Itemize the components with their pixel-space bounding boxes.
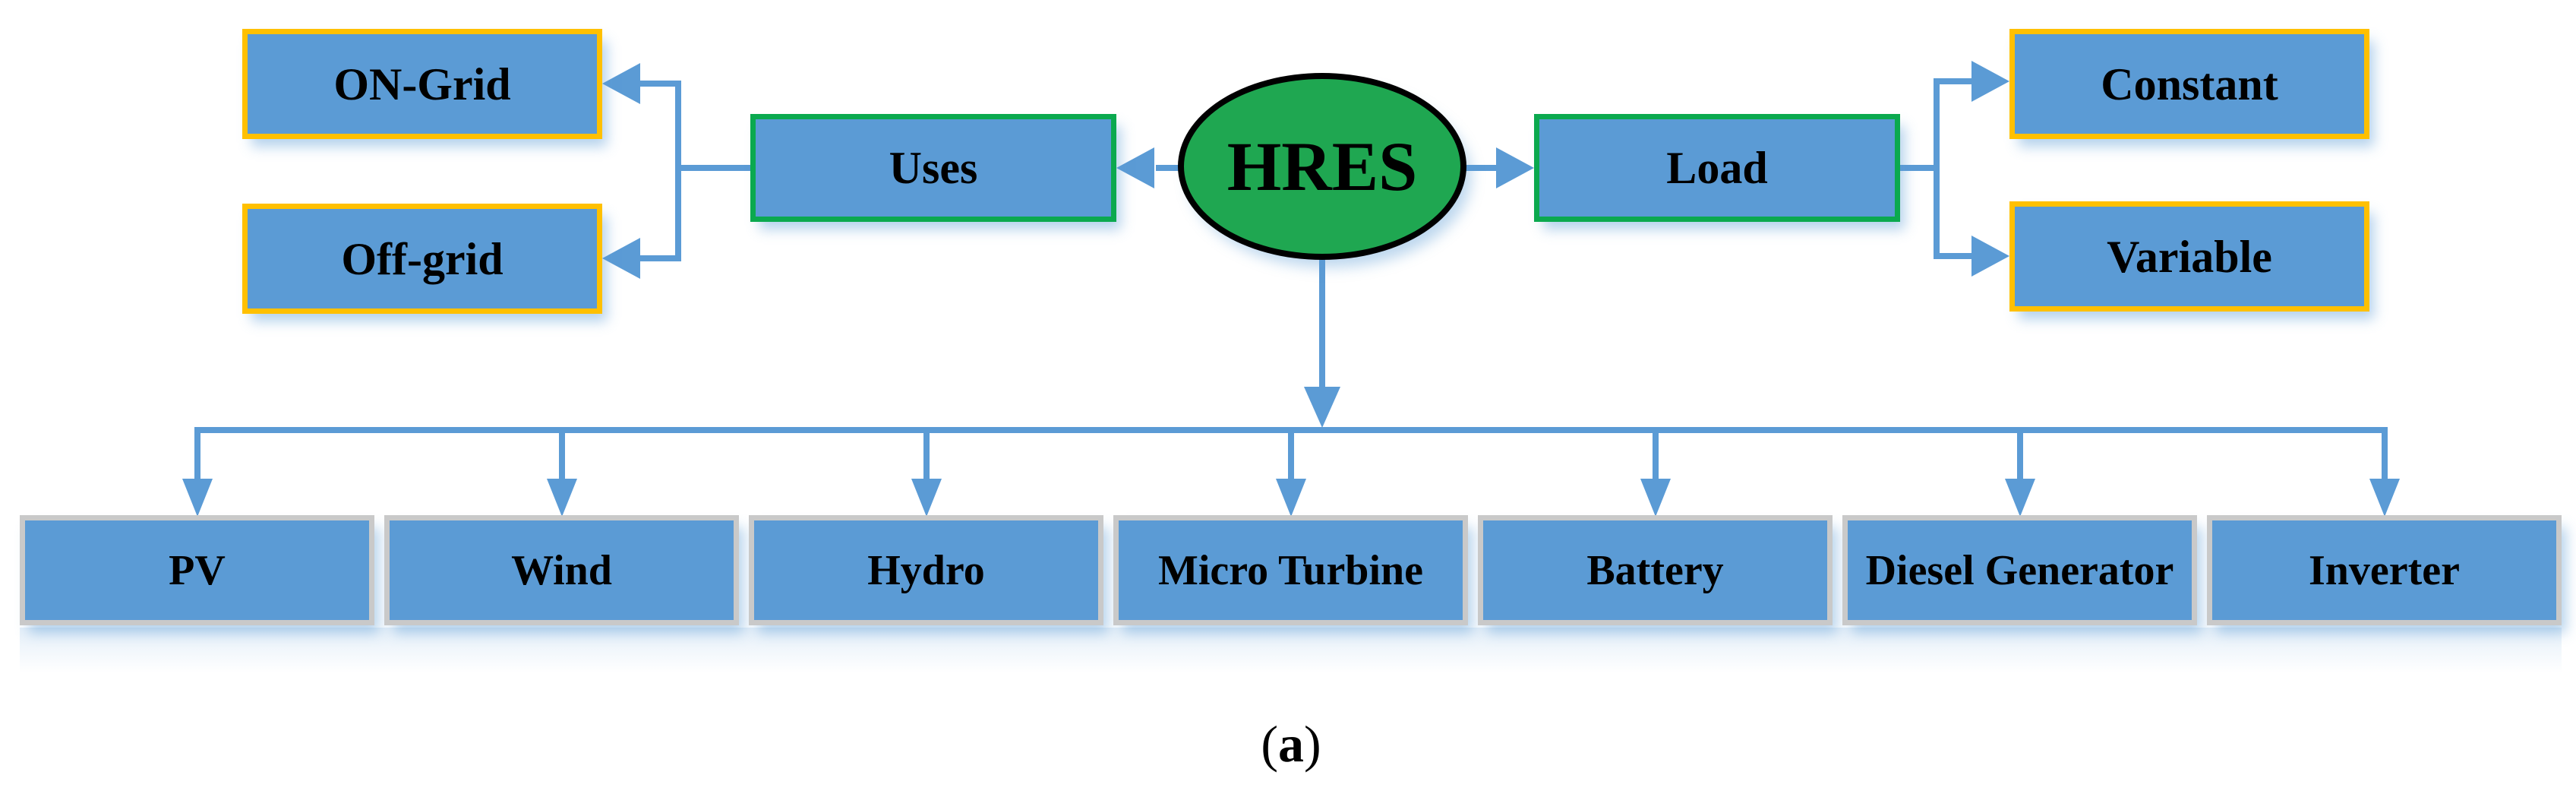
- node-off-grid: Off-grid: [242, 204, 602, 314]
- node-inverter: Inverter: [2207, 515, 2562, 625]
- connector-drop-inverter: [2382, 433, 2388, 480]
- node-micro-turbine: Micro Turbine: [1113, 515, 1468, 625]
- arrowhead-to-load-icon: [1496, 147, 1534, 188]
- arrowhead-to-variable-icon: [1971, 236, 2009, 277]
- node-diesel-generator: Diesel Generator: [1842, 515, 2197, 625]
- connector-bus-line: [194, 427, 2388, 433]
- arrowhead-to-uses-icon: [1116, 147, 1154, 188]
- node-hydro: Hydro: [749, 515, 1103, 625]
- connector-drop-pv: [194, 433, 200, 480]
- node-battery: Battery: [1478, 515, 1833, 625]
- arrowhead-to-micro-turbine-icon: [1276, 479, 1306, 517]
- arrowhead-to-diesel-generator-icon: [2005, 479, 2035, 517]
- arrowhead-to-hydro-icon: [911, 479, 942, 517]
- connector-drop-wind: [559, 433, 565, 480]
- arrowhead-to-pv-icon: [182, 479, 213, 517]
- connector-hres-down: [1319, 255, 1325, 388]
- connector-drop-diesel-generator: [2017, 433, 2023, 480]
- connector-offgrid-line: [640, 255, 678, 261]
- connector-hres-to-uses: [1156, 165, 1185, 171]
- arrowhead-to-constant-icon: [1971, 61, 2009, 102]
- node-uses: Uses: [750, 114, 1116, 222]
- connector-left-branch-vertical: [675, 81, 681, 261]
- node-wind: Wind: [384, 515, 739, 625]
- arrowhead-to-inverter-icon: [2369, 479, 2400, 517]
- node-variable: Variable: [2009, 201, 2369, 312]
- connector-drop-battery: [1653, 433, 1659, 480]
- caption-close-paren: ): [1304, 715, 1321, 773]
- connector-constant-line: [1937, 78, 1971, 84]
- arrowhead-to-off-grid-icon: [602, 238, 640, 279]
- caption-open-paren: (: [1261, 715, 1278, 773]
- connector-ongrid-line: [640, 81, 678, 87]
- arrowhead-to-bus-icon: [1304, 387, 1340, 428]
- node-pv: PV: [20, 515, 374, 625]
- caption-letter: a: [1278, 715, 1304, 773]
- arrowhead-to-battery-icon: [1640, 479, 1671, 517]
- node-load: Load: [1534, 114, 1900, 222]
- connector-variable-line: [1937, 253, 1971, 259]
- connector-drop-micro-turbine: [1288, 433, 1294, 480]
- node-hres: HRES: [1178, 73, 1466, 260]
- node-constant: Constant: [2009, 29, 2369, 139]
- connector-right-branch-vertical: [1934, 78, 1940, 259]
- arrowhead-to-wind-icon: [547, 479, 577, 517]
- figure-caption: (a): [1181, 716, 1401, 773]
- connector-hres-to-load: [1463, 165, 1496, 171]
- node-on-grid: ON-Grid: [242, 29, 602, 139]
- arrowhead-to-on-grid-icon: [602, 63, 640, 104]
- connector-load-to-branch: [1900, 165, 1937, 171]
- connector-drop-hydro: [923, 433, 930, 480]
- connector-uses-to-branch: [678, 165, 750, 171]
- row-reflection: [20, 628, 2562, 673]
